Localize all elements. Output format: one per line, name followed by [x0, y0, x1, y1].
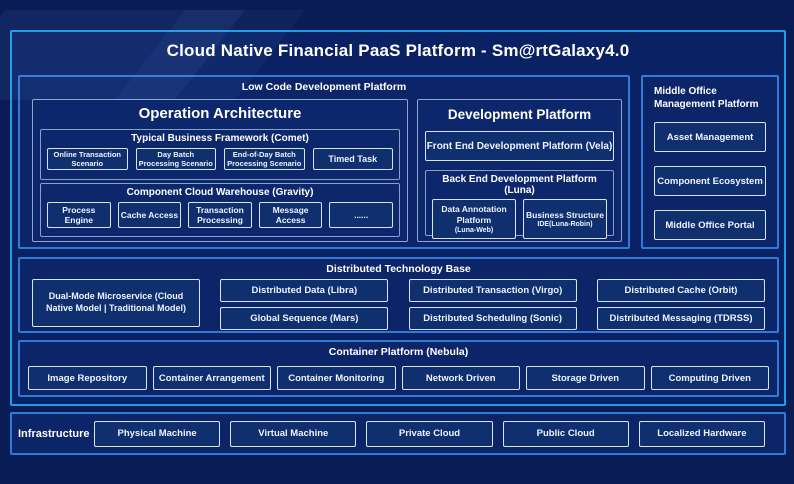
section-distributed-technology-base: Distributed Technology Base Dual-Mode Mi… [18, 257, 779, 333]
container-items-row: Image Repository Container Arrangement C… [28, 366, 769, 390]
distributed-column-3: Distributed Cache (Orbit) Distributed Me… [596, 279, 765, 330]
platform-frame: Cloud Native Financial PaaS Platform - S… [10, 30, 786, 406]
back-end-platform-group: Back End Development Platform (Luna) Dat… [425, 170, 614, 239]
leaf-ellipsis: ...... [329, 202, 393, 228]
distributed-items-row: Dual-Mode Microservice (Cloud Native Mod… [32, 279, 765, 330]
leaf-storage-driven: Storage Driven [526, 366, 645, 390]
leaf-container-arrangement: Container Arrangement [152, 366, 271, 390]
operation-architecture-title: Operation Architecture [138, 105, 302, 122]
leaf-timed-task: Timed Task [312, 148, 393, 170]
middle-office-platform-title: Middle Office Management Platform [654, 86, 759, 110]
distributed-column-2: Distributed Transaction (Virgo) Distribu… [408, 279, 577, 330]
leaf-private-cloud: Private Cloud [366, 420, 493, 447]
section-low-code-platform: Low Code Development Platform Operation … [18, 75, 630, 249]
leaf-business-structure-ide: Business Structure IDE(Luna-Robin) [523, 199, 607, 239]
leaf-virtual-machine: Virtual Machine [230, 420, 357, 447]
leaf-process-engine: Process Engine [47, 202, 111, 228]
leaf-global-sequence: Global Sequence (Mars) [220, 307, 389, 330]
leaf-public-cloud: Public Cloud [502, 420, 629, 447]
leaf-localized-hardware: Localized Hardware [638, 420, 766, 447]
comet-framework-title: Typical Business Framework (Comet) [131, 133, 309, 144]
leaf-data-annotation-platform: Data Annotation Platform (Luna-Web) [432, 199, 516, 239]
leaf-distributed-cache: Distributed Cache (Orbit) [596, 279, 765, 302]
leaf-dual-mode-microservice: Dual-Mode Microservice (Cloud Native Mod… [32, 279, 200, 327]
low-code-platform-title: Low Code Development Platform [241, 81, 407, 93]
leaf-physical-machine: Physical Machine [94, 420, 221, 447]
leaf-online-transaction-scenario: Online Transaction Scenario [47, 148, 128, 170]
leaf-message-access: Message Access [258, 202, 323, 228]
page-title: Cloud Native Financial PaaS Platform - S… [166, 41, 630, 60]
leaf-distributed-messaging: Distributed Messaging (TDRSS) [596, 307, 765, 330]
operation-architecture-box: Operation Architecture Typical Business … [32, 99, 408, 242]
back-end-platform-title: Back End Development Platform (Luna) [442, 174, 597, 196]
middle-office-items: Asset Management Component Ecosystem Mid… [643, 111, 777, 240]
leaf-business-structure-label: Business Structure [526, 209, 604, 220]
leaf-image-repository: Image Repository [28, 366, 147, 390]
leaf-distributed-scheduling: Distributed Scheduling (Sonic) [408, 307, 577, 330]
distributed-column-1: Distributed Data (Libra) Global Sequence… [220, 279, 389, 330]
leaf-cache-access: Cache Access [117, 202, 182, 228]
infrastructure-items-row: Physical Machine Virtual Machine Private… [94, 420, 784, 447]
leaf-computing-driven: Computing Driven [650, 366, 769, 390]
comet-items-row: Online Transaction Scenario Day Batch Pr… [41, 144, 399, 170]
distributed-technology-base-title: Distributed Technology Base [326, 263, 471, 275]
gravity-warehouse-title: Component Cloud Warehouse (Gravity) [126, 187, 314, 198]
gravity-items-row: Process Engine Cache Access Transaction … [41, 198, 399, 228]
leaf-day-batch-processing-scenario: Day Batch Processing Scenario [135, 148, 216, 170]
leaf-end-of-day-batch-processing-scenario: End-of-Day Batch Processing Scenario [224, 148, 305, 170]
leaf-data-annotation-platform-sub: (Luna-Web) [454, 226, 494, 234]
leaf-business-structure-sub: IDE(Luna-Robin) [537, 221, 593, 229]
leaf-network-driven: Network Driven [401, 366, 520, 390]
section-container-platform: Container Platform (Nebula) Image Reposi… [18, 340, 779, 397]
leaf-container-monitoring: Container Monitoring [277, 366, 396, 390]
comet-framework-group: Typical Business Framework (Comet) Onlin… [40, 129, 400, 180]
leaf-asset-management: Asset Management [654, 122, 766, 152]
leaf-middle-office-portal: Middle Office Portal [654, 210, 766, 240]
leaf-data-annotation-platform-label: Data Annotation Platform [441, 204, 507, 225]
leaf-component-ecosystem: Component Ecosystem [654, 166, 766, 196]
development-platform-box: Development Platform Front End Developme… [417, 99, 622, 242]
gravity-warehouse-group: Component Cloud Warehouse (Gravity) Proc… [40, 183, 400, 237]
section-infrastructure: Infrastructure Physical Machine Virtual … [10, 412, 786, 455]
infrastructure-title: Infrastructure [18, 427, 90, 440]
leaf-front-end-development-platform: Front End Development Platform (Vela) [425, 131, 614, 161]
leaf-distributed-transaction: Distributed Transaction (Virgo) [408, 279, 577, 302]
section-middle-office-platform: Middle Office Management Platform Asset … [641, 75, 779, 249]
container-platform-title: Container Platform (Nebula) [328, 346, 469, 358]
development-platform-title: Development Platform [447, 107, 592, 122]
leaf-distributed-data: Distributed Data (Libra) [220, 279, 389, 302]
back-end-items-row: Data Annotation Platform (Luna-Web) Busi… [426, 196, 613, 239]
leaf-transaction-processing: Transaction Processing [188, 202, 252, 228]
